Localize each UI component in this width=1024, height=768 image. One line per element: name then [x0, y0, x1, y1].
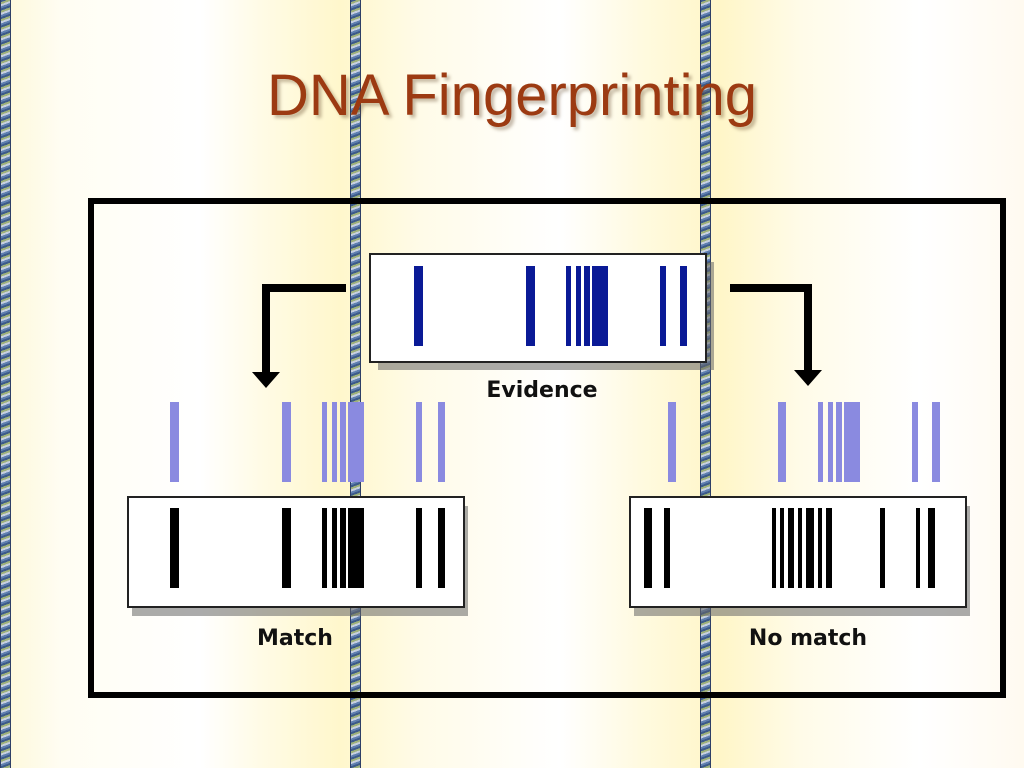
projected-bands-left — [170, 402, 445, 482]
arrow-right — [730, 284, 822, 386]
projected-left-band — [322, 402, 327, 482]
no-match-panel — [629, 496, 970, 616]
no-match-label: No match — [749, 626, 867, 651]
match-bands — [170, 508, 445, 588]
projected-right-band — [828, 402, 833, 482]
evidence-gel-strip — [369, 253, 707, 363]
match-label: Match — [257, 626, 333, 651]
projected-right-band — [932, 402, 940, 482]
evidence-band — [576, 266, 581, 346]
dna-strand-left — [0, 0, 11, 768]
match-band — [340, 508, 346, 588]
match-band — [438, 508, 445, 588]
projected-left-band — [416, 402, 422, 482]
no-match-band — [798, 508, 802, 588]
slide-title: DNA Fingerprinting — [267, 63, 757, 128]
no-match-band — [664, 508, 670, 588]
no-match-band — [772, 508, 776, 588]
evidence-band — [414, 266, 423, 346]
projected-right-band — [912, 402, 918, 482]
match-band — [348, 508, 364, 588]
no-match-bands — [644, 508, 935, 588]
evidence-band — [566, 266, 571, 346]
projected-bands-right — [668, 402, 940, 482]
dna-strand-center-left — [350, 0, 361, 768]
no-match-band — [826, 508, 832, 588]
diagram-frame — [88, 198, 1006, 698]
no-match-band — [788, 508, 794, 588]
evidence-panel — [369, 253, 714, 370]
no-match-band — [916, 508, 920, 588]
no-match-band — [818, 508, 822, 588]
no-match-band — [780, 508, 784, 588]
no-match-band — [880, 508, 885, 588]
match-gel-strip — [127, 496, 465, 608]
match-band — [332, 508, 337, 588]
evidence-bands — [414, 266, 687, 346]
projected-right-band — [836, 402, 842, 482]
projected-right-band — [668, 402, 676, 482]
evidence-band — [660, 266, 666, 346]
match-band — [416, 508, 422, 588]
projected-left-band — [332, 402, 337, 482]
match-band — [170, 508, 179, 588]
projected-left-band — [438, 402, 445, 482]
no-match-band — [644, 508, 652, 588]
evidence-band — [584, 266, 590, 346]
match-band — [322, 508, 327, 588]
match-panel — [127, 496, 468, 616]
no-match-band — [806, 508, 814, 588]
evidence-band — [680, 266, 687, 346]
evidence-band — [526, 266, 535, 346]
match-band — [282, 508, 291, 588]
projected-left-band — [282, 402, 291, 482]
projected-right-band — [778, 402, 786, 482]
projected-left-band — [340, 402, 346, 482]
projected-left-band — [348, 402, 364, 482]
evidence-label: Evidence — [486, 378, 597, 403]
projected-left-band — [170, 402, 179, 482]
no-match-band — [928, 508, 935, 588]
dna-strand-center-right — [700, 0, 711, 768]
evidence-band — [592, 266, 608, 346]
projected-right-band — [818, 402, 823, 482]
arrow-left — [252, 284, 346, 388]
projected-right-band — [844, 402, 860, 482]
